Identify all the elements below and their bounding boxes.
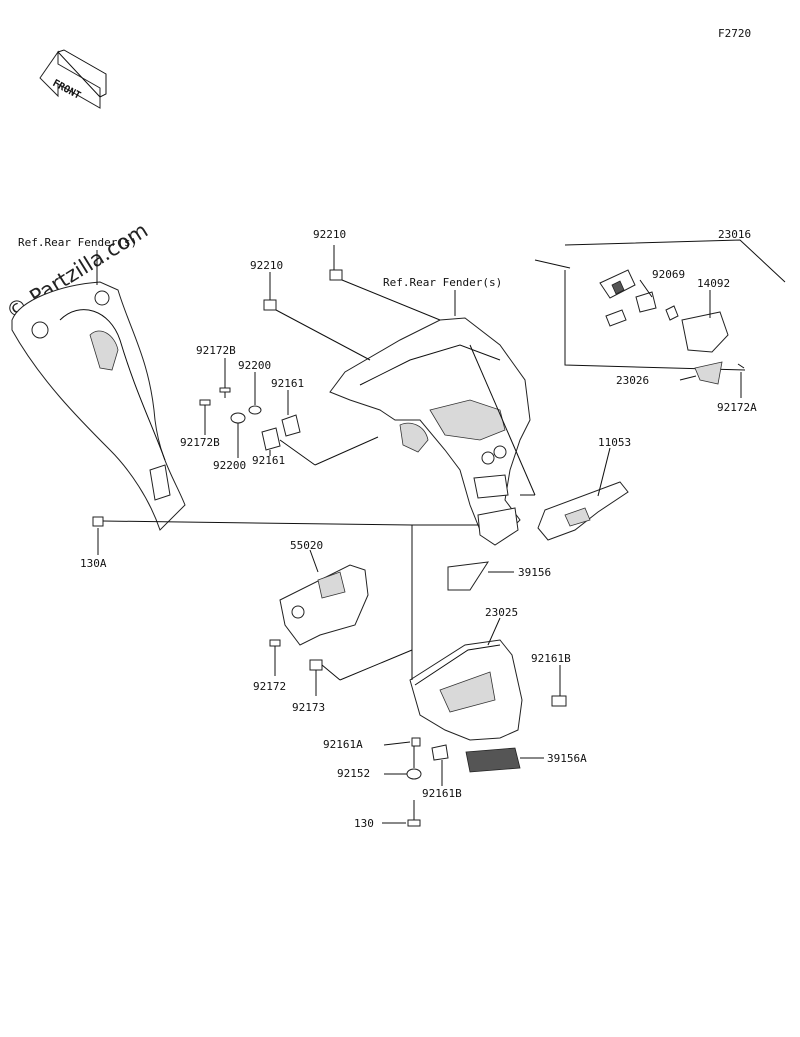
label-92210-top: 92210 (313, 228, 346, 241)
diagram-code: F2720 (718, 27, 751, 40)
leader-lines (97, 245, 742, 824)
label-39156: 39156 (518, 566, 551, 579)
fasteners-upper (92, 269, 343, 527)
label-23025: 23025 (485, 606, 518, 619)
label-92210-left: 92210 (250, 259, 283, 272)
label-55020: 55020 (290, 539, 323, 552)
tail-light-part (269, 561, 567, 827)
label-92152: 92152 (337, 767, 370, 780)
label-92173: 92173 (292, 701, 325, 714)
label-130A: 130A (80, 557, 107, 570)
label-92172B-bottom: 92172B (180, 436, 220, 449)
license-light-assembly (564, 239, 786, 385)
license-bracket-part (537, 481, 629, 541)
label-92200-top: 92200 (238, 359, 271, 372)
label-ref-rear-fender-left: Ref.Rear Fender(s) (18, 236, 137, 249)
label-92161B-right: 92161B (531, 652, 571, 665)
front-arrow-icon: FRONT (39, 49, 107, 109)
label-92161B-bottom: 92161B (422, 787, 462, 800)
label-11053: 11053 (598, 436, 631, 449)
label-92161-top: 92161 (271, 377, 304, 390)
label-92161-bottom: 92161 (252, 454, 285, 467)
label-92172: 92172 (253, 680, 286, 693)
label-92161A: 92161A (323, 738, 363, 751)
left-rear-fender-part (11, 281, 186, 531)
callout-labels: Ref.Rear Fender(s) Ref.Rear Fender(s) 92… (18, 228, 757, 830)
label-92200-bottom: 92200 (213, 459, 246, 472)
label-23016: 23016 (718, 228, 751, 241)
tail-light-bracket-part (279, 564, 369, 646)
label-14092: 14092 (697, 277, 730, 290)
label-92069: 92069 (652, 268, 685, 281)
center-fender-part (329, 317, 531, 546)
label-ref-rear-fender-right: Ref.Rear Fender(s) (383, 276, 502, 289)
label-92172A: 92172A (717, 401, 757, 414)
label-23026: 23026 (616, 374, 649, 387)
label-92172B-top: 92172B (196, 344, 236, 357)
label-39156A: 39156A (547, 752, 587, 765)
label-130: 130 (354, 817, 374, 830)
